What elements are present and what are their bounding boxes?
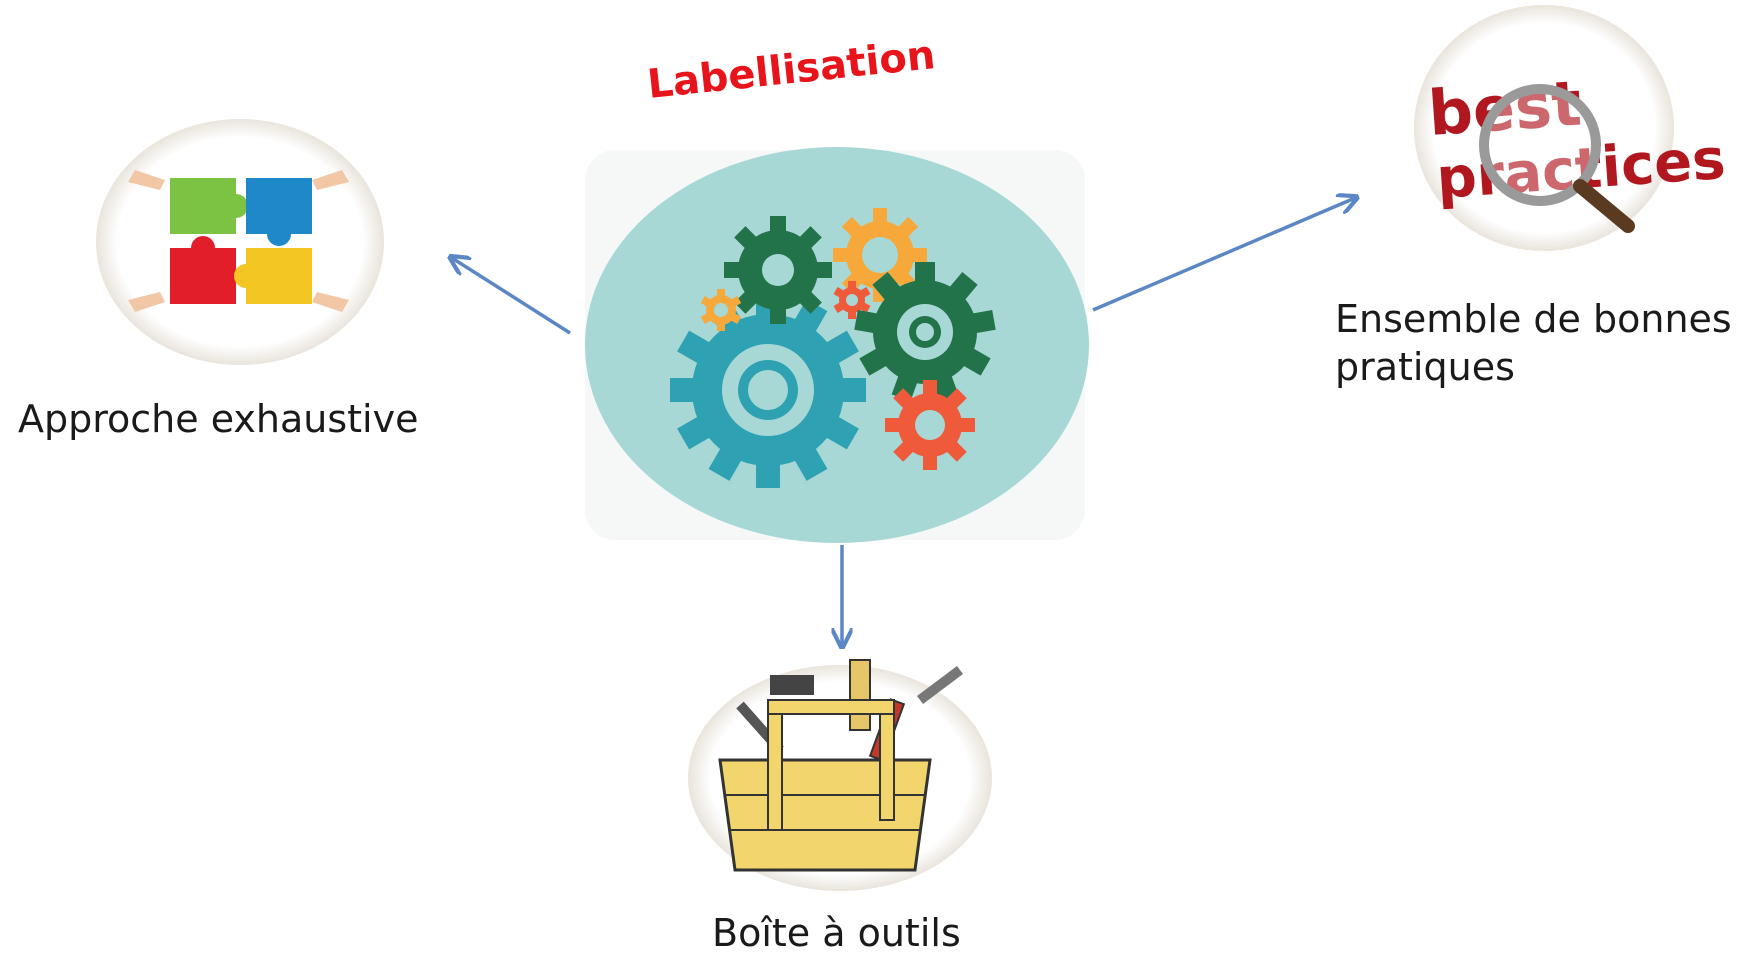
- toolbox-icon: [688, 659, 992, 891]
- arrow-to-left: [452, 258, 571, 335]
- puzzle-icon: [96, 119, 384, 365]
- right-node-label: Ensemble de bonnes pratiques: [1335, 296, 1732, 391]
- right-node-label-line2: pratiques: [1335, 344, 1515, 389]
- right-node-label-line1: Ensemble de bonnes: [1335, 297, 1732, 341]
- gears-icon: [670, 208, 996, 488]
- magnifier-icon: best practices: [1414, 5, 1727, 251]
- arrow-to-right: [1092, 198, 1355, 312]
- left-node-label: Approche exhaustive: [18, 397, 419, 441]
- svg-text:best: best: [1426, 66, 1584, 149]
- bottom-node-label: Boîte à outils: [712, 911, 961, 955]
